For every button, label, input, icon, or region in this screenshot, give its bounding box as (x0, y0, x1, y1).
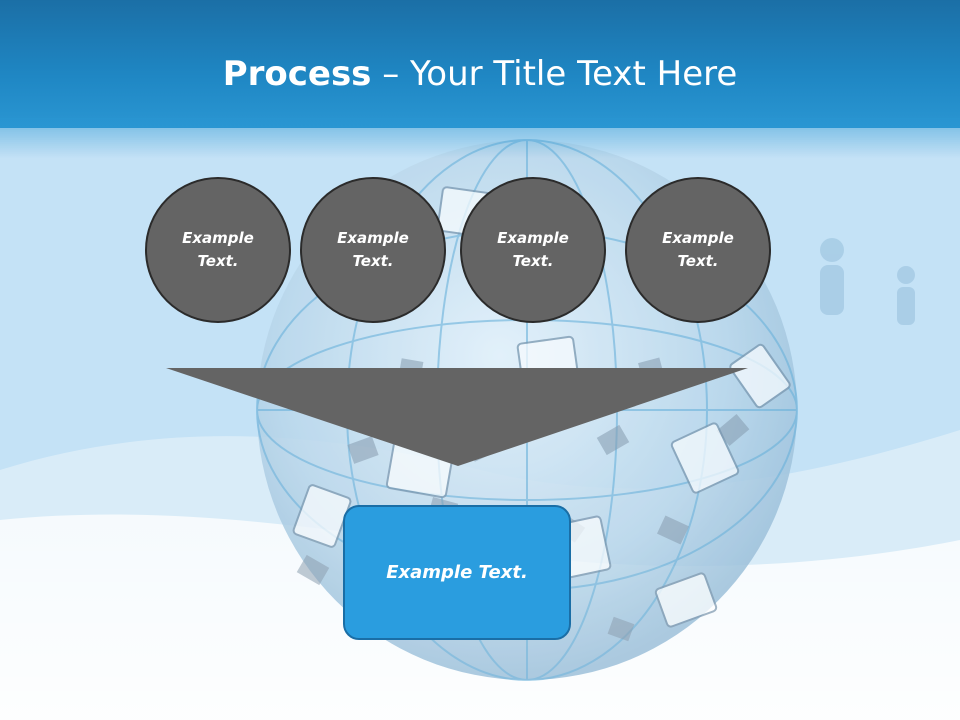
header-bar (0, 0, 960, 128)
step-label-4: Example Text. (662, 229, 734, 270)
step-circle-1: Example Text. (145, 177, 291, 323)
result-box: Example Text. (343, 505, 571, 640)
header-fade (0, 118, 960, 158)
step-label-1: Example Text. (182, 229, 254, 270)
title-rest: – Your Title Text Here (371, 54, 738, 94)
slide-title: Process – Your Title Text Here (0, 52, 960, 96)
step-circle-4: Example Text. (625, 177, 771, 323)
step-circle-2: Example Text. (300, 177, 446, 323)
step-label-2: Example Text. (337, 229, 409, 270)
step-circle-3: Example Text. (460, 177, 606, 323)
step-label-3: Example Text. (497, 229, 569, 270)
title-bold: Process (222, 54, 372, 94)
result-label: Example Text. (386, 561, 528, 583)
